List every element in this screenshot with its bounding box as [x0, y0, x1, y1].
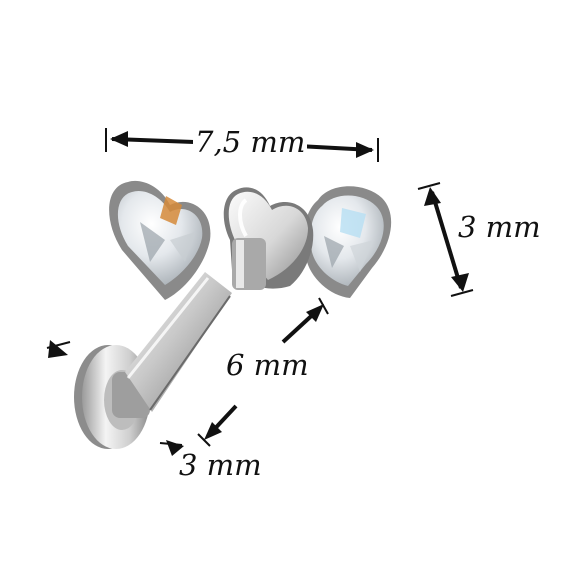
post-length-label: 6 mm	[226, 348, 309, 382]
width-dimension-arrow	[105, 128, 379, 162]
left-crystal-heart	[109, 180, 211, 300]
base-dimension-arrow	[46, 340, 238, 456]
post-length-arrow	[281, 297, 329, 344]
width-label: 7,5 mm	[193, 125, 308, 159]
height-label: 3 mm	[458, 210, 541, 244]
center-metal-heart	[223, 187, 314, 290]
height-dimension-arrow	[417, 182, 474, 297]
right-crystal-heart	[303, 186, 392, 298]
post-bar	[125, 272, 232, 412]
base-diameter-label: 3 mm	[179, 448, 262, 482]
